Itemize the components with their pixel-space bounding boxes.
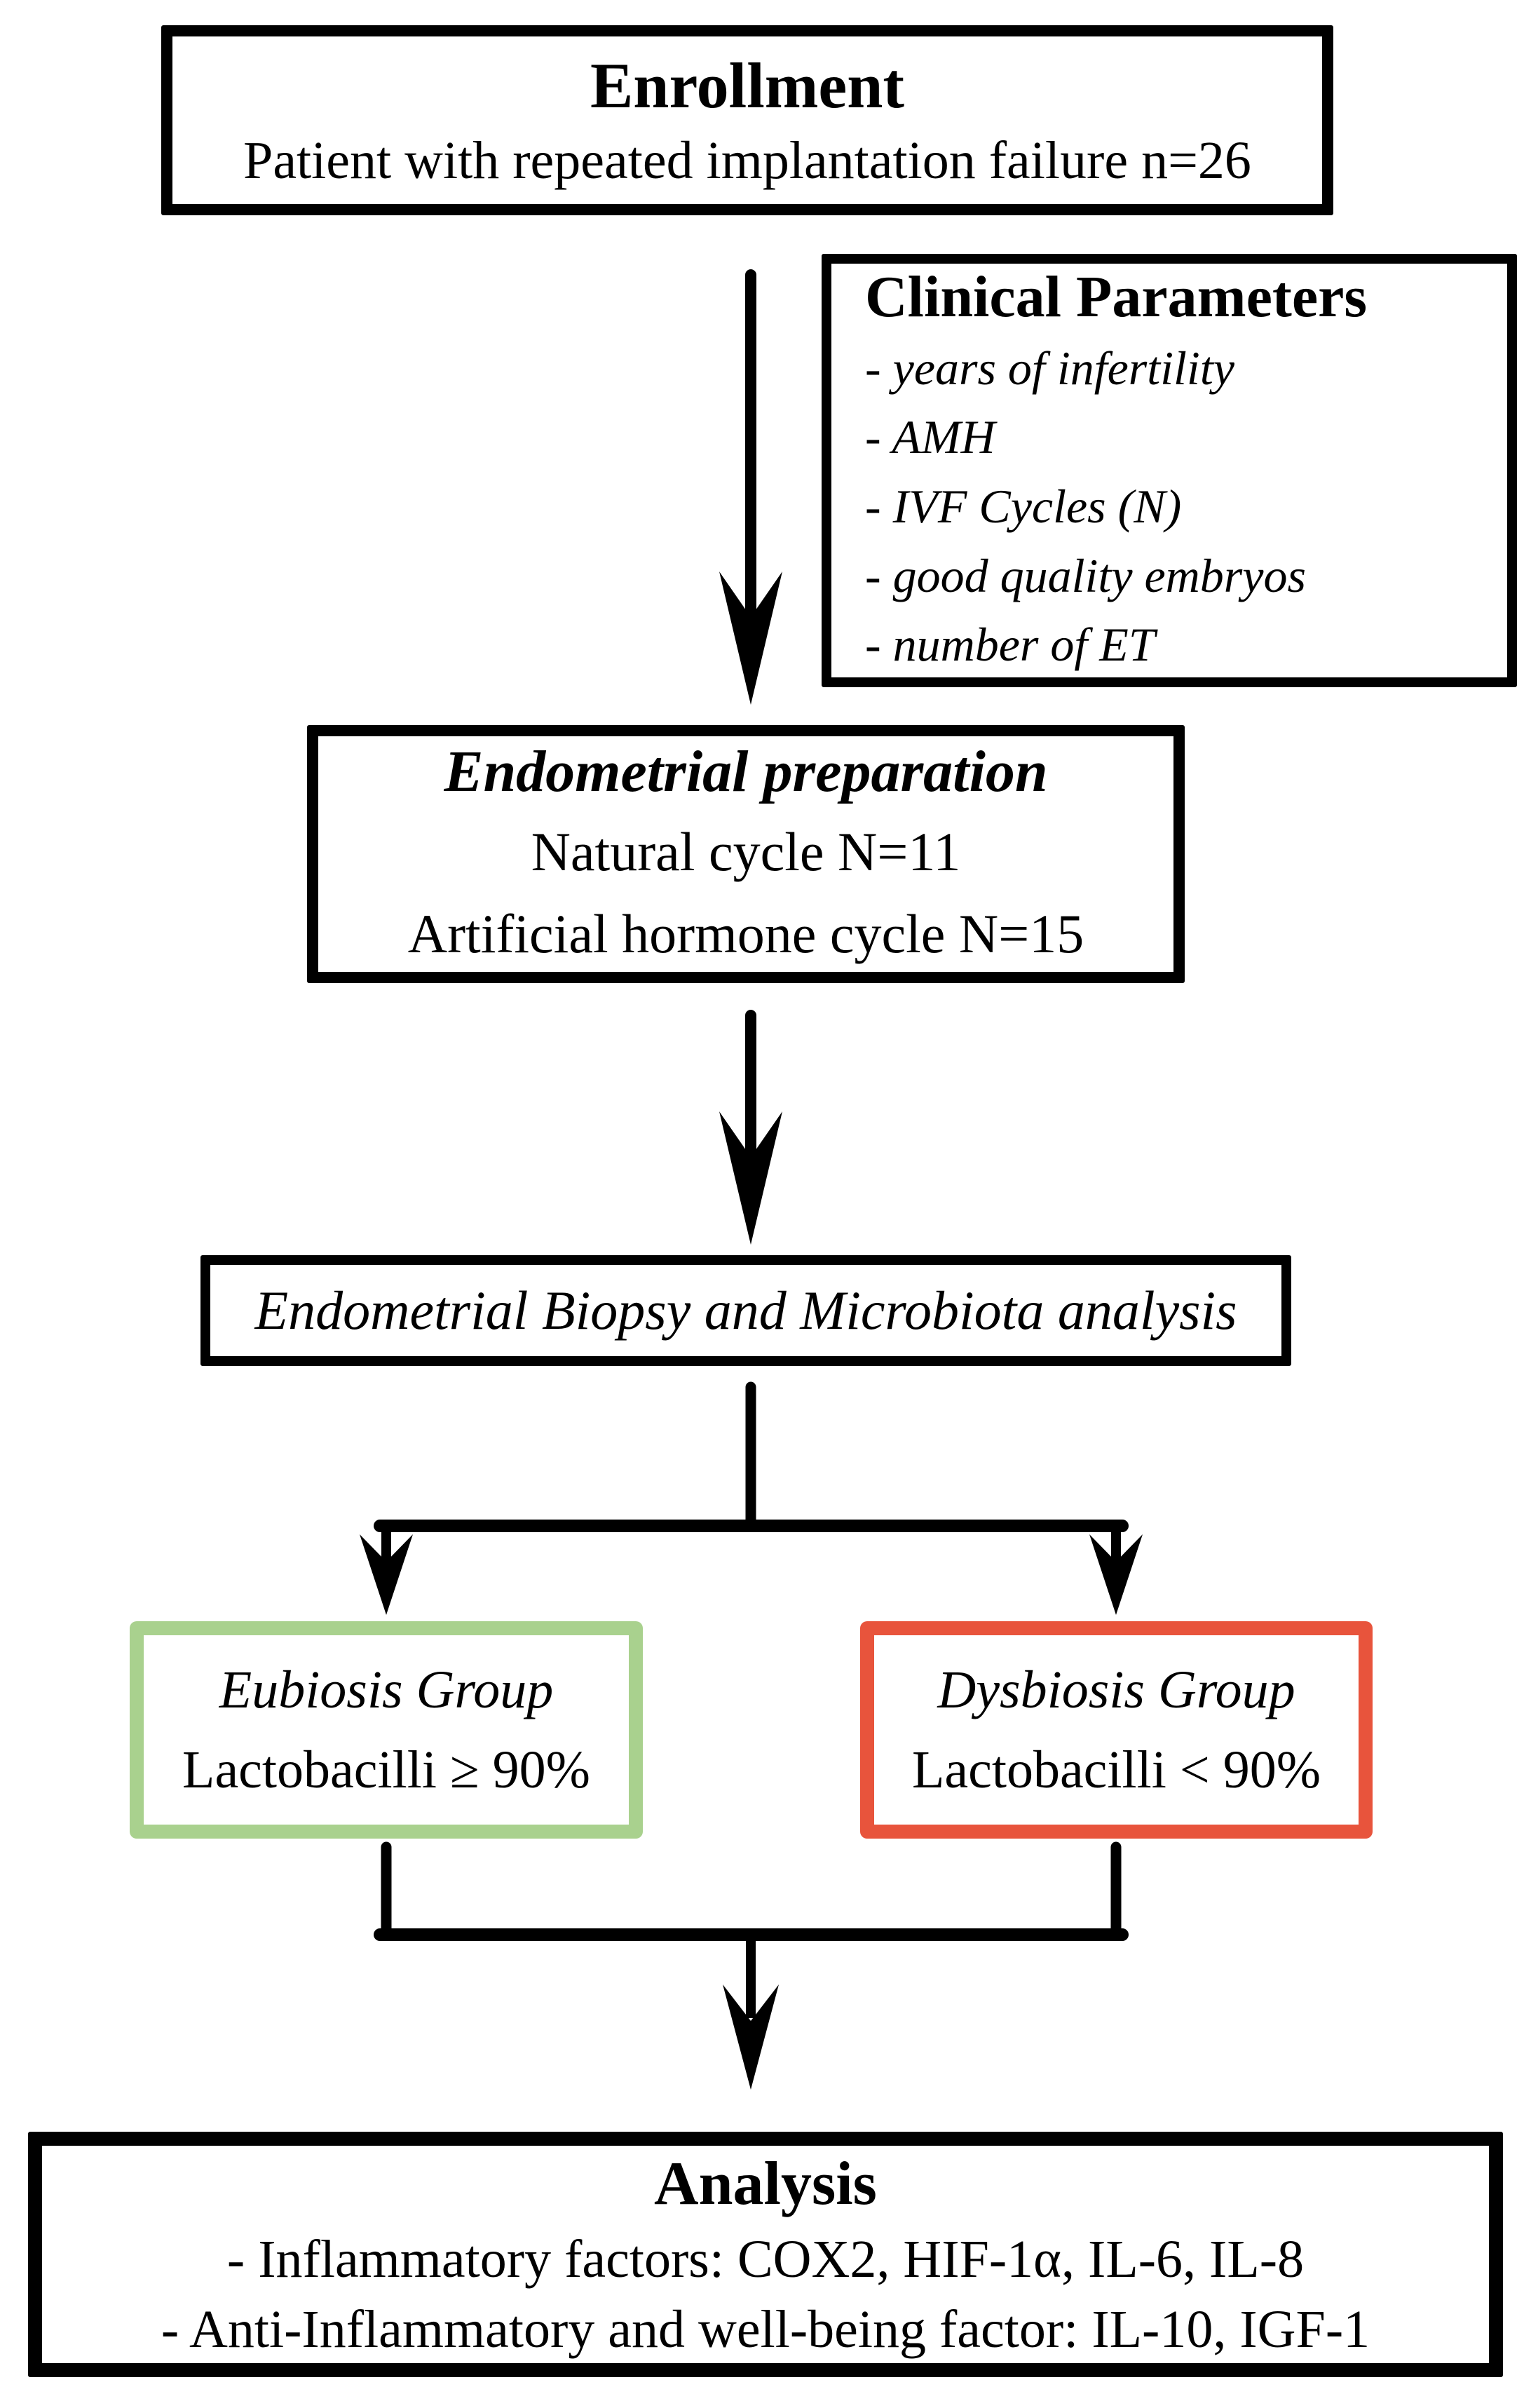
node-analysis: Analysis - Inflammatory factors: COX2, H… (28, 2132, 1503, 2377)
eubiosis-criterion: Lactobacilli ≥ 90% (182, 1740, 590, 1799)
analysis-line: - Inflammatory factors: COX2, HIF-1α, IL… (226, 2229, 1305, 2289)
enrollment-subtitle: Patient with repeated implantation failu… (243, 130, 1251, 190)
analysis-line: - Anti-Inflammatory and well-being facto… (161, 2300, 1370, 2360)
node-clinical-parameters: Clinical Parameters - years of infertili… (822, 254, 1517, 687)
endometrial-preparation-line: Natural cycle N=11 (531, 820, 961, 882)
clinical-parameter-item: - AMH (865, 410, 995, 464)
node-dysbiosis-group: Dysbiosis Group Lactobacilli < 90% (860, 1621, 1373, 1839)
arrow-branch-to-dysbiosis-head (1089, 1534, 1143, 1615)
dysbiosis-criterion: Lactobacilli < 90% (911, 1740, 1321, 1799)
node-eubiosis-group: Eubiosis Group Lactobacilli ≥ 90% (130, 1621, 643, 1839)
endometrial-preparation-line: Artificial hormone cycle N=15 (407, 902, 1084, 964)
arrow-branch-to-eubiosis-head (360, 1534, 413, 1615)
clinical-parameter-item: - number of ET (865, 618, 1155, 672)
arrow-merge-to-analysis-head (723, 1984, 779, 2090)
node-biopsy: Endometrial Biopsy and Microbiota analys… (200, 1255, 1291, 1366)
dysbiosis-title: Dysbiosis Group (937, 1660, 1295, 1719)
endometrial-preparation-title: Endometrial preparation (444, 739, 1048, 805)
enrollment-title: Enrollment (590, 49, 905, 121)
clinical-parameters-title: Clinical Parameters (865, 264, 1368, 330)
biopsy-title: Endometrial Biopsy and Microbiota analys… (254, 1280, 1237, 1341)
clinical-parameter-item: - IVF Cycles (N) (865, 479, 1182, 533)
clinical-parameter-item: - years of infertility (865, 341, 1234, 395)
node-enrollment: Enrollment Patient with repeated implant… (161, 25, 1333, 215)
analysis-title: Analysis (654, 2149, 877, 2218)
node-endometrial-preparation: Endometrial preparation Natural cycle N=… (307, 725, 1185, 983)
arrow-enrollment-to-preparation-head (719, 571, 782, 705)
clinical-parameter-item: - good quality embryos (865, 548, 1306, 602)
arrow-preparation-to-biopsy-head (719, 1111, 782, 1245)
eubiosis-title: Eubiosis Group (219, 1660, 554, 1719)
